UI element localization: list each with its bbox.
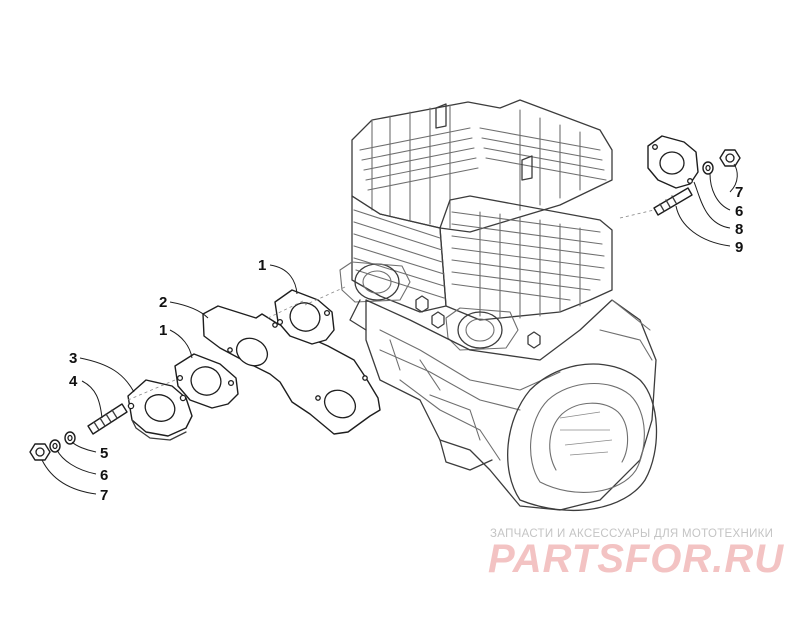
callout-2: 2 — [159, 294, 167, 311]
mounting-stud-right — [653, 187, 693, 216]
washer-5 — [64, 431, 76, 445]
callout-1-middle: 1 — [159, 322, 167, 339]
callout-9: 9 — [735, 239, 743, 256]
engine-block — [339, 99, 658, 511]
mounting-stud-left — [87, 403, 128, 435]
callout-1-top: 1 — [258, 257, 266, 274]
watermark-tagline: ЗАПЧАСТИ И АКСЕССУАРЫ ДЛЯ МОТОТЕХНИКИ — [490, 528, 774, 540]
callout-7-right: 7 — [735, 184, 743, 201]
callout-5: 5 — [100, 445, 108, 462]
callout-6-right: 6 — [735, 203, 743, 220]
exhaust-flange — [127, 379, 193, 441]
engine-port-upper — [339, 261, 411, 303]
exhaust-gasket-plate — [202, 305, 381, 435]
callout-8: 8 — [735, 221, 743, 238]
flange-gasket-right — [647, 135, 699, 189]
hex-nut-left — [29, 443, 51, 461]
watermark-logo: PARTSFOR.RU — [488, 537, 785, 581]
lock-washer-left — [49, 439, 61, 453]
leader-lines — [41, 163, 738, 495]
callout-7-left: 7 — [100, 487, 108, 504]
hex-nut-right — [719, 149, 741, 167]
callout-4: 4 — [69, 373, 78, 390]
callout-3: 3 — [69, 350, 77, 367]
port-gasket-middle — [174, 353, 239, 409]
lock-washer-right — [702, 161, 714, 175]
port-gasket-upper — [274, 289, 335, 345]
callout-6-left: 6 — [100, 467, 108, 484]
